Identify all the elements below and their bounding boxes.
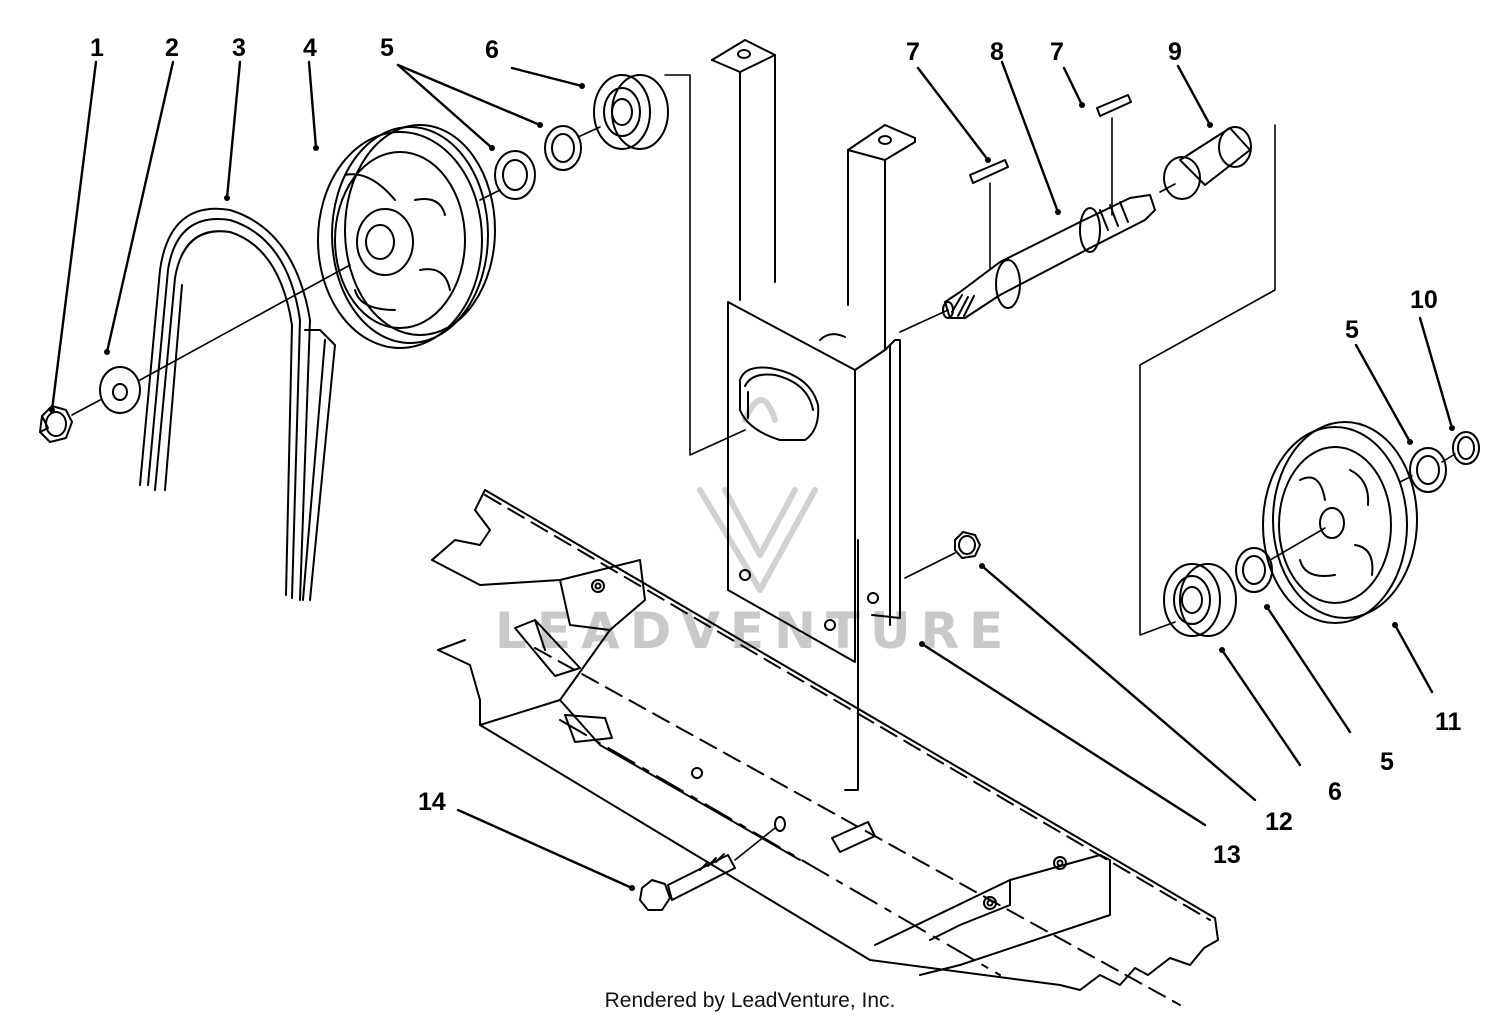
callout-13: 13 (1213, 841, 1241, 869)
callout-labels: 1 2 3 4 5 6 7 8 7 9 10 5 11 5 6 12 13 14 (90, 34, 1462, 869)
pulley-part-4 (317, 124, 496, 349)
callout-12: 12 (1265, 808, 1293, 836)
mounting-bracket (711, 39, 916, 791)
callout-5-bottom: 5 (1380, 748, 1394, 776)
assembly-axis-lines (71, 74, 1456, 861)
spacer-washer-part-5-top (494, 125, 582, 200)
callout-3: 3 (232, 34, 246, 62)
callout-6-bottom: 6 (1328, 778, 1342, 806)
callout-2: 2 (165, 34, 179, 62)
retaining-ring-part-10 (1452, 431, 1480, 465)
callout-9: 9 (1168, 38, 1182, 66)
watermark-logo (697, 397, 818, 593)
key-part-7-right (1096, 94, 1132, 117)
leader-lines (50, 60, 1454, 890)
shaft-part-8 (942, 194, 1156, 319)
hex-nut-part-1 (39, 405, 73, 443)
washer-part-5-right (1409, 447, 1447, 493)
washer-part-5-bottom (1235, 547, 1273, 593)
callout-6-top: 6 (485, 36, 499, 64)
bushing-part-9 (1163, 126, 1252, 200)
footer-credit: Rendered by LeadVenture, Inc. (605, 989, 896, 1012)
washer-part-2 (99, 366, 141, 414)
callout-10: 10 (1410, 286, 1438, 314)
callout-1: 1 (90, 34, 104, 62)
hex-nut-part-12 (954, 531, 981, 559)
pulley-part-11 (1262, 421, 1418, 624)
callout-7-left: 7 (906, 38, 920, 66)
bolt-part-14 (639, 816, 786, 911)
callout-14: 14 (418, 788, 446, 816)
key-part-7-left (969, 159, 1009, 184)
frame-rail (431, 489, 1219, 1006)
callout-5-right: 5 (1345, 316, 1359, 344)
v-belt-part-3 (139, 207, 336, 601)
callout-7-right: 7 (1050, 38, 1064, 66)
bearing-part-6-bottom (1163, 563, 1237, 637)
callout-8: 8 (990, 38, 1004, 66)
callout-5-top: 5 (380, 34, 394, 62)
callout-4: 4 (303, 34, 317, 62)
bearing-part-6-top (593, 74, 669, 150)
leader-dots (49, 83, 1455, 891)
callout-11: 11 (1435, 708, 1462, 736)
